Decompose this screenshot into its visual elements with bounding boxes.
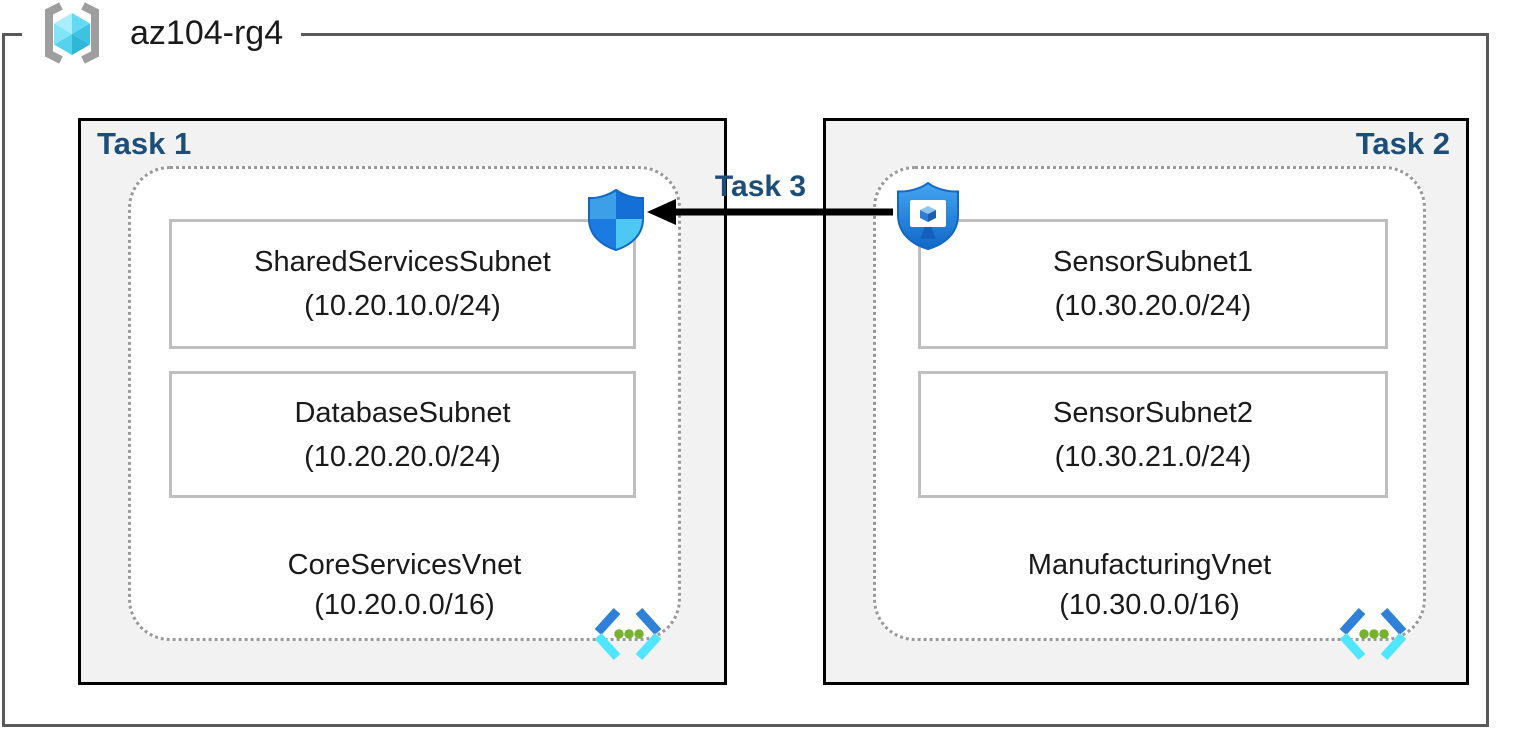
vnet-name: ManufacturingVnet [1027,549,1272,581]
shared-services-subnet-box: SharedServicesSubnet (10.20.10.0/24) [169,219,636,349]
task2-box: Task 2 SensorSubnet1 (10.30.20.0/24) Sen… [823,118,1469,685]
database-subnet-box: DatabaseSubnet (10.20.20.0/24) [169,371,636,498]
resource-group-header: az104-rg4 [22,0,302,66]
manufacturing-vnet-label: ManufacturingVnet (10.30.0.0/16) [876,545,1423,625]
subnet-name: SharedServicesSubnet [254,246,551,278]
task3-label: Task 3 [714,170,807,203]
sensor-subnet1-box: SensorSubnet1 (10.30.20.0/24) [918,219,1388,349]
task2-label: Task 2 [1355,126,1450,161]
manufacturing-vnet-container: SensorSubnet1 (10.30.20.0/24) SensorSubn… [873,166,1426,661]
subnet-name: SensorSubnet2 [1053,396,1253,429]
subnet-cidr: (10.20.20.0/24) [304,440,501,473]
virtual-network-icon [1339,607,1407,661]
vnet-cidr: (10.30.0.0/16) [1059,589,1240,621]
virtual-network-icon [594,607,662,661]
task3-arrow [647,199,893,225]
vnet-name: CoreServicesVnet [287,549,522,581]
task1-label: Task 1 [97,126,192,161]
subnet-name: SensorSubnet1 [1053,246,1253,278]
subnet-cidr: (10.20.10.0/24) [304,290,501,322]
resource-group-name: az104-rg4 [130,13,284,52]
core-services-vnet-label: CoreServicesVnet (10.20.0.0/16) [131,545,678,625]
subnet-name: DatabaseSubnet [294,396,511,429]
network-security-shield-icon [588,188,644,252]
subnet-cidr: (10.30.21.0/24) [1054,440,1252,473]
sensor-subnet2-box: SensorSubnet2 (10.30.21.0/24) [918,371,1388,498]
vnet-cidr: (10.20.0.0/16) [314,589,495,621]
azure-bastion-icon [897,181,959,251]
core-services-vnet-container: SharedServicesSubnet (10.20.10.0/24) Dat… [128,166,681,661]
resource-group-icon [45,2,99,64]
subnet-cidr: (10.30.20.0/24) [1054,290,1252,322]
